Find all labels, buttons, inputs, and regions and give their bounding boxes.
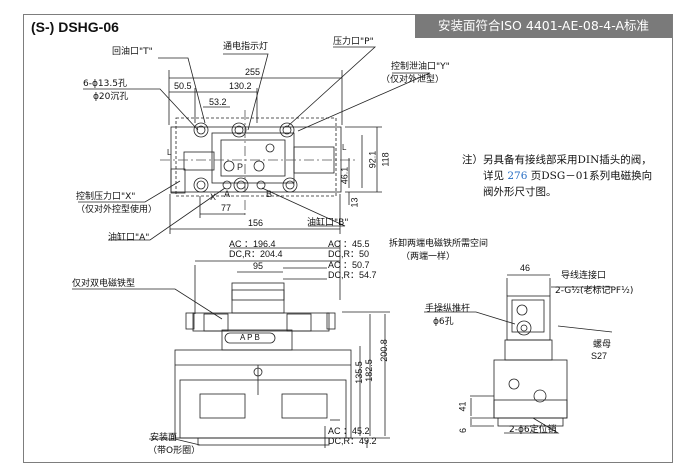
note-page-ref[interactable]: 276 xyxy=(507,170,528,182)
drawing-frame xyxy=(23,14,673,463)
dim-ac-left: AC ：196.4 xyxy=(229,239,276,249)
label-removal-note: （两端一样） xyxy=(401,252,456,262)
label-bolt-holes: 6-ϕ13.5孔 xyxy=(83,79,127,89)
dim-77: 77 xyxy=(221,203,232,213)
dim-135-5: 135.5 xyxy=(353,361,364,384)
dim-41: 41 xyxy=(457,401,468,412)
note-line-2-pre: 详见 xyxy=(483,170,504,182)
dim-ac-bot: AC ：45.2 xyxy=(328,426,370,436)
top-view-drawing: L L X A B P xyxy=(78,46,431,241)
dim-182-5: 182.5 xyxy=(363,359,374,382)
dim-92-1: 92.1 xyxy=(367,150,378,169)
dim-dcr-left: DC,R：204.4 xyxy=(229,249,283,259)
svg-text:L: L xyxy=(167,148,172,157)
label-indicator-lamp: 通电指示灯 xyxy=(223,42,269,52)
note-line-2-post: 页DSG－01系列电磁换向 xyxy=(530,170,653,182)
label-pilot-note: （仅对外控型使用） xyxy=(76,205,158,215)
dim-130-2: 130.2 xyxy=(229,81,252,91)
label-nut: 螺母 xyxy=(593,340,612,350)
dim-200-8: 200.8 xyxy=(378,339,389,362)
label-pilot-port: 控制压力口"X" xyxy=(76,192,136,202)
dim-50-5: 50.5 xyxy=(174,81,192,91)
svg-text:P: P xyxy=(237,162,243,172)
svg-text:A: A xyxy=(224,189,230,199)
label-wire-thread: 2-G¹⁄₂(老标记PF¹⁄₂) xyxy=(555,286,634,296)
dim-dcr-r1: DC,R：50 xyxy=(328,249,370,259)
label-double-solenoid: 仅对双电磁铁型 xyxy=(72,279,136,289)
label-counterbore: ϕ20沉孔 xyxy=(93,92,129,102)
label-body-mark: A P B xyxy=(240,333,260,342)
note-line-3: 阀外形尺寸图。 xyxy=(483,186,557,198)
label-wire-port: 导线连接口 xyxy=(561,271,607,281)
standard-banner: 安装面符合ISO 4401-AE-08-4-A标准 xyxy=(415,14,672,38)
label-port-b: 油缸口"B" xyxy=(307,218,349,228)
model-title: (S-) DSHG-06 xyxy=(31,19,119,35)
svg-text:X: X xyxy=(210,192,216,202)
label-nut-size: S27 xyxy=(591,351,608,361)
side-view-drawing xyxy=(424,274,613,434)
dim-dcr-r2: DC,R：54.7 xyxy=(328,270,377,280)
label-dowel: 2-ϕ6定位销 xyxy=(509,425,557,435)
svg-text:L: L xyxy=(342,143,347,152)
svg-text:B: B xyxy=(266,189,272,199)
dim-156: 156 xyxy=(248,218,264,228)
dim-118: 118 xyxy=(380,152,391,167)
label-port-a: 油缸口"A" xyxy=(108,233,150,243)
label-return-port: 回油口"T" xyxy=(112,47,153,57)
front-view-drawing xyxy=(72,240,390,448)
label-manual-lever: 手操纵推杆 xyxy=(425,304,471,314)
dim-53-2: 53.2 xyxy=(209,97,227,107)
note-text: 注）另具备有接线部采用DIN插头的阀， 详见 276 页DSG－01系列电磁换向… xyxy=(462,152,677,200)
dim-6: 6 xyxy=(458,427,469,434)
label-drain-port: 控制泄油口"Y" xyxy=(391,62,450,72)
dim-46-1: 46.1 xyxy=(339,166,350,185)
label-mounting-note: （带O形圈） xyxy=(148,446,201,456)
dim-46: 46 xyxy=(520,263,531,273)
note-line-2: 详见 276 页DSG－01系列电磁换向 xyxy=(462,168,677,184)
label-pressure-port: 压力口"P" xyxy=(333,37,374,47)
label-mounting-face: 安装面 xyxy=(150,433,178,443)
label-manual-hole: ϕ6孔 xyxy=(433,317,454,327)
dim-ac-r1: AC ：45.5 xyxy=(328,239,370,249)
dim-13: 13 xyxy=(349,197,360,208)
dim-dcr-bot: DC,R：49.2 xyxy=(328,436,377,446)
dim-255: 255 xyxy=(245,67,261,77)
dim-95: 95 xyxy=(253,261,264,271)
note-line-1: 注）另具备有接线部采用DIN插头的阀， xyxy=(462,154,652,166)
label-drain-note: （仅对外泄型） xyxy=(381,75,445,85)
label-removal-space: 拆卸两端电磁铁所需空间 xyxy=(389,239,489,249)
dim-ac-r2: AC ：50.7 xyxy=(328,260,370,270)
